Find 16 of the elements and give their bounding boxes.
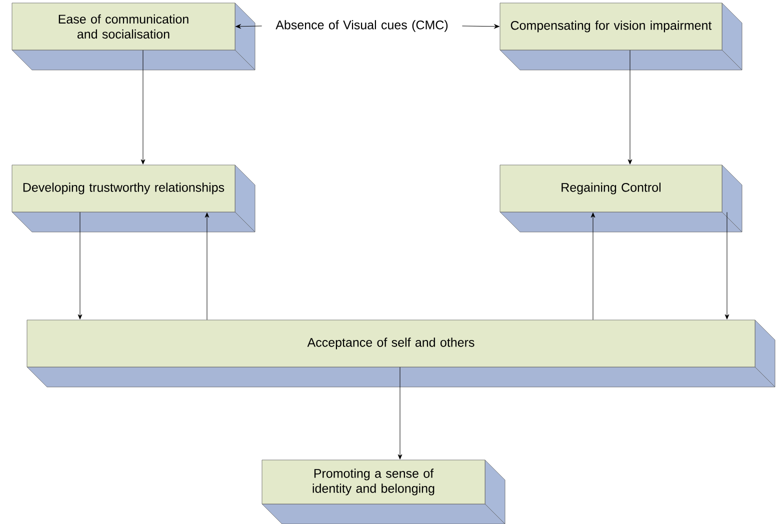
process-box: Developing trustworthy relationships <box>12 164 256 232</box>
arrow <box>398 366 402 460</box>
process-box: Compensating for vision impairment <box>500 2 742 70</box>
text-label: Absence of Visual cues (CMC) <box>276 20 448 32</box>
arrow <box>140 50 146 164</box>
process-box: Ease of communication and socialisation <box>12 2 256 70</box>
process-box: Acceptance of self and others <box>26 320 776 388</box>
process-box: Promoting a sense of identity and belonging <box>262 460 506 524</box>
arrow <box>204 212 210 320</box>
arrow <box>628 50 632 164</box>
arrow <box>462 24 500 29</box>
process-box: Regaining Control <box>500 164 742 232</box>
arrow <box>590 212 596 320</box>
arrow <box>78 212 82 320</box>
arrow <box>724 212 730 320</box>
arrow <box>236 24 262 29</box>
